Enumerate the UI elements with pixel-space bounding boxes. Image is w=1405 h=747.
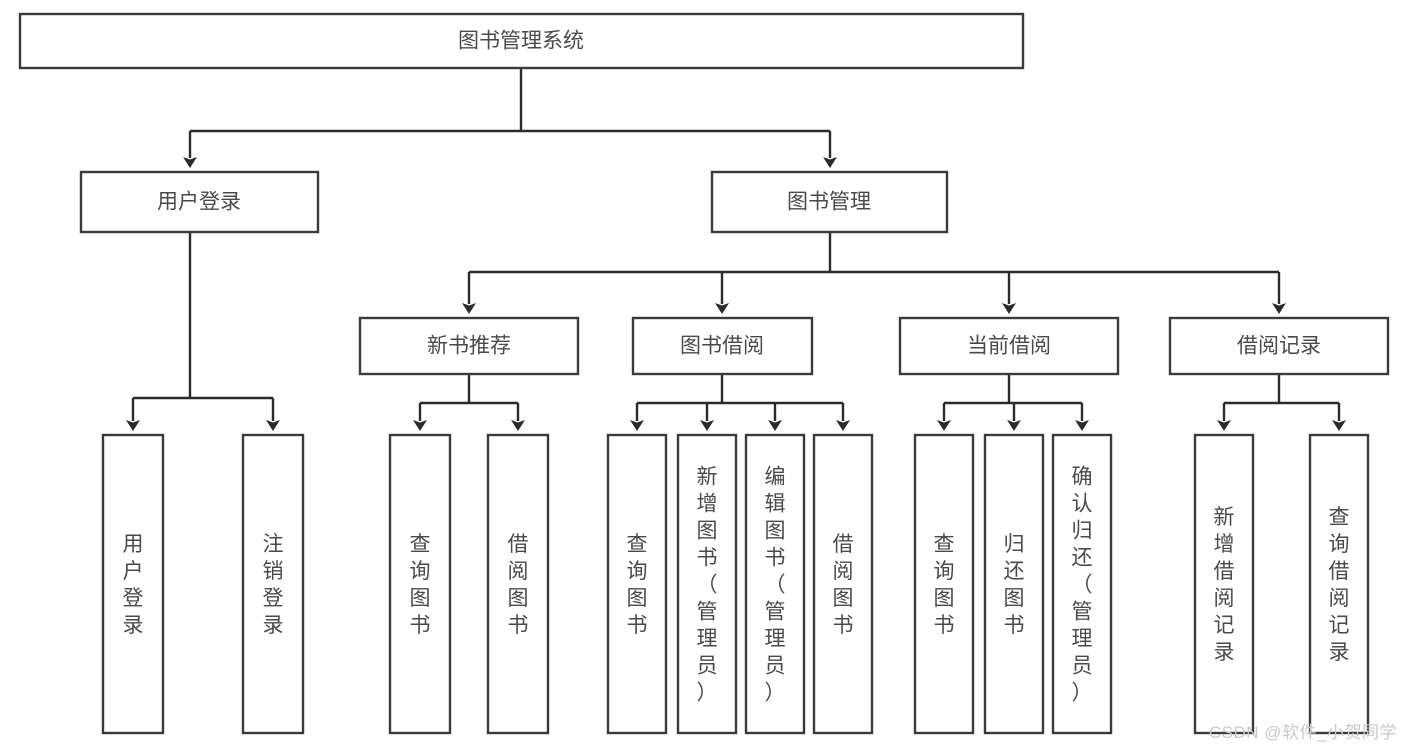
node-leaf-user-login-label: 用户登录 xyxy=(123,533,144,637)
node-root[interactable]: 图书管理系统 xyxy=(18,12,1025,70)
node-leaf-query-book-borrow[interactable]: 查询图书 xyxy=(606,433,668,735)
node-leaf-borrow-book-box[interactable] xyxy=(812,433,874,735)
node-leaf-confirm-return-admin[interactable]: 确认归还（管理员） xyxy=(1051,433,1113,735)
node-root-label: 图书管理系统 xyxy=(458,30,584,53)
node-leaf-query-borrow-record-label: 查询借阅记录 xyxy=(1329,506,1350,664)
node-leaf-borrow-book-rec-label: 借阅图书 xyxy=(508,533,529,637)
node-leaf-add-borrow-record[interactable]: 新增借阅记录 xyxy=(1193,433,1255,735)
node-leaf-query-borrow-record-box[interactable] xyxy=(1308,433,1370,735)
node-leaf-query-book-current-label: 查询图书 xyxy=(934,533,955,637)
node-leaf-query-book-current-box[interactable] xyxy=(913,433,975,735)
node-leaf-return-book-label: 归还图书 xyxy=(1004,533,1025,637)
node-leaf-edit-book-admin-box[interactable] xyxy=(744,433,806,735)
node-borrow-record-label: 借阅记录 xyxy=(1237,335,1321,358)
connector-layer xyxy=(126,68,1346,431)
node-leaf-return-book[interactable]: 归还图书 xyxy=(983,433,1045,735)
node-book-borrow[interactable]: 图书借阅 xyxy=(631,316,814,376)
leaf-node-layer: 用户登录 注销登录 查询图书 借阅图书 查询图书 新增图书（管理员） 编辑图书（管理员） 借阅… xyxy=(101,433,1370,735)
node-leaf-query-book-current[interactable]: 查询图书 xyxy=(913,433,975,735)
node-user-login[interactable]: 用户登录 xyxy=(79,170,320,234)
node-leaf-query-book-rec-box[interactable] xyxy=(388,433,452,735)
node-book-management[interactable]: 图书管理 xyxy=(710,170,949,234)
node-leaf-query-book-borrow-box[interactable] xyxy=(606,433,668,735)
node-leaf-return-book-box[interactable] xyxy=(983,433,1045,735)
node-borrow-record[interactable]: 借阅记录 xyxy=(1168,316,1390,376)
node-new-book-recommend-label: 新书推荐 xyxy=(427,335,511,358)
node-leaf-query-borrow-record[interactable]: 查询借阅记录 xyxy=(1308,433,1370,735)
node-leaf-add-borrow-record-label: 新增借阅记录 xyxy=(1214,506,1235,664)
node-current-borrow-label: 当前借阅 xyxy=(967,335,1051,358)
node-user-login-label: 用户登录 xyxy=(157,191,241,214)
node-leaf-add-book-admin-label: 新增图书（管理员） xyxy=(697,466,718,705)
node-leaf-add-book-admin-box[interactable] xyxy=(676,433,738,735)
node-leaf-edit-book-admin-label: 编辑图书（管理员） xyxy=(765,466,786,705)
node-leaf-logout[interactable]: 注销登录 xyxy=(241,433,305,735)
node-leaf-confirm-return-admin-label: 确认归还（管理员） xyxy=(1072,466,1093,705)
node-new-book-recommend[interactable]: 新书推荐 xyxy=(358,316,580,376)
node-leaf-logout-box[interactable] xyxy=(241,433,305,735)
node-leaf-logout-label: 注销登录 xyxy=(263,533,284,637)
node-leaf-borrow-book-label: 借阅图书 xyxy=(833,533,854,637)
node-leaf-borrow-book[interactable]: 借阅图书 xyxy=(812,433,874,735)
node-root-box[interactable] xyxy=(18,12,1025,70)
node-leaf-edit-book-admin[interactable]: 编辑图书（管理员） xyxy=(744,433,806,735)
node-leaf-add-borrow-record-box[interactable] xyxy=(1193,433,1255,735)
node-leaf-query-book-borrow-label: 查询图书 xyxy=(627,533,648,637)
node-borrow-record-box[interactable] xyxy=(1168,316,1390,376)
node-leaf-borrow-book-rec-box[interactable] xyxy=(486,433,550,735)
node-current-borrow[interactable]: 当前借阅 xyxy=(898,316,1120,376)
node-leaf-query-book-rec-label: 查询图书 xyxy=(410,533,431,637)
watermark-text: CSDN @软件_小贺同学 xyxy=(1208,723,1397,742)
node-leaf-user-login-box[interactable] xyxy=(101,433,165,735)
node-book-borrow-label: 图书借阅 xyxy=(680,335,764,358)
node-leaf-user-login[interactable]: 用户登录 xyxy=(101,433,165,735)
node-book-management-box[interactable] xyxy=(710,170,949,234)
node-leaf-add-book-admin[interactable]: 新增图书（管理员） xyxy=(676,433,738,735)
node-book-borrow-box[interactable] xyxy=(631,316,814,376)
node-book-management-label: 图书管理 xyxy=(787,191,871,214)
node-new-book-recommend-box[interactable] xyxy=(358,316,580,376)
node-current-borrow-box[interactable] xyxy=(898,316,1120,376)
node-leaf-confirm-return-admin-box[interactable] xyxy=(1051,433,1113,735)
node-leaf-query-book-rec[interactable]: 查询图书 xyxy=(388,433,452,735)
node-user-login-box[interactable] xyxy=(79,170,320,234)
node-leaf-borrow-book-rec[interactable]: 借阅图书 xyxy=(486,433,550,735)
